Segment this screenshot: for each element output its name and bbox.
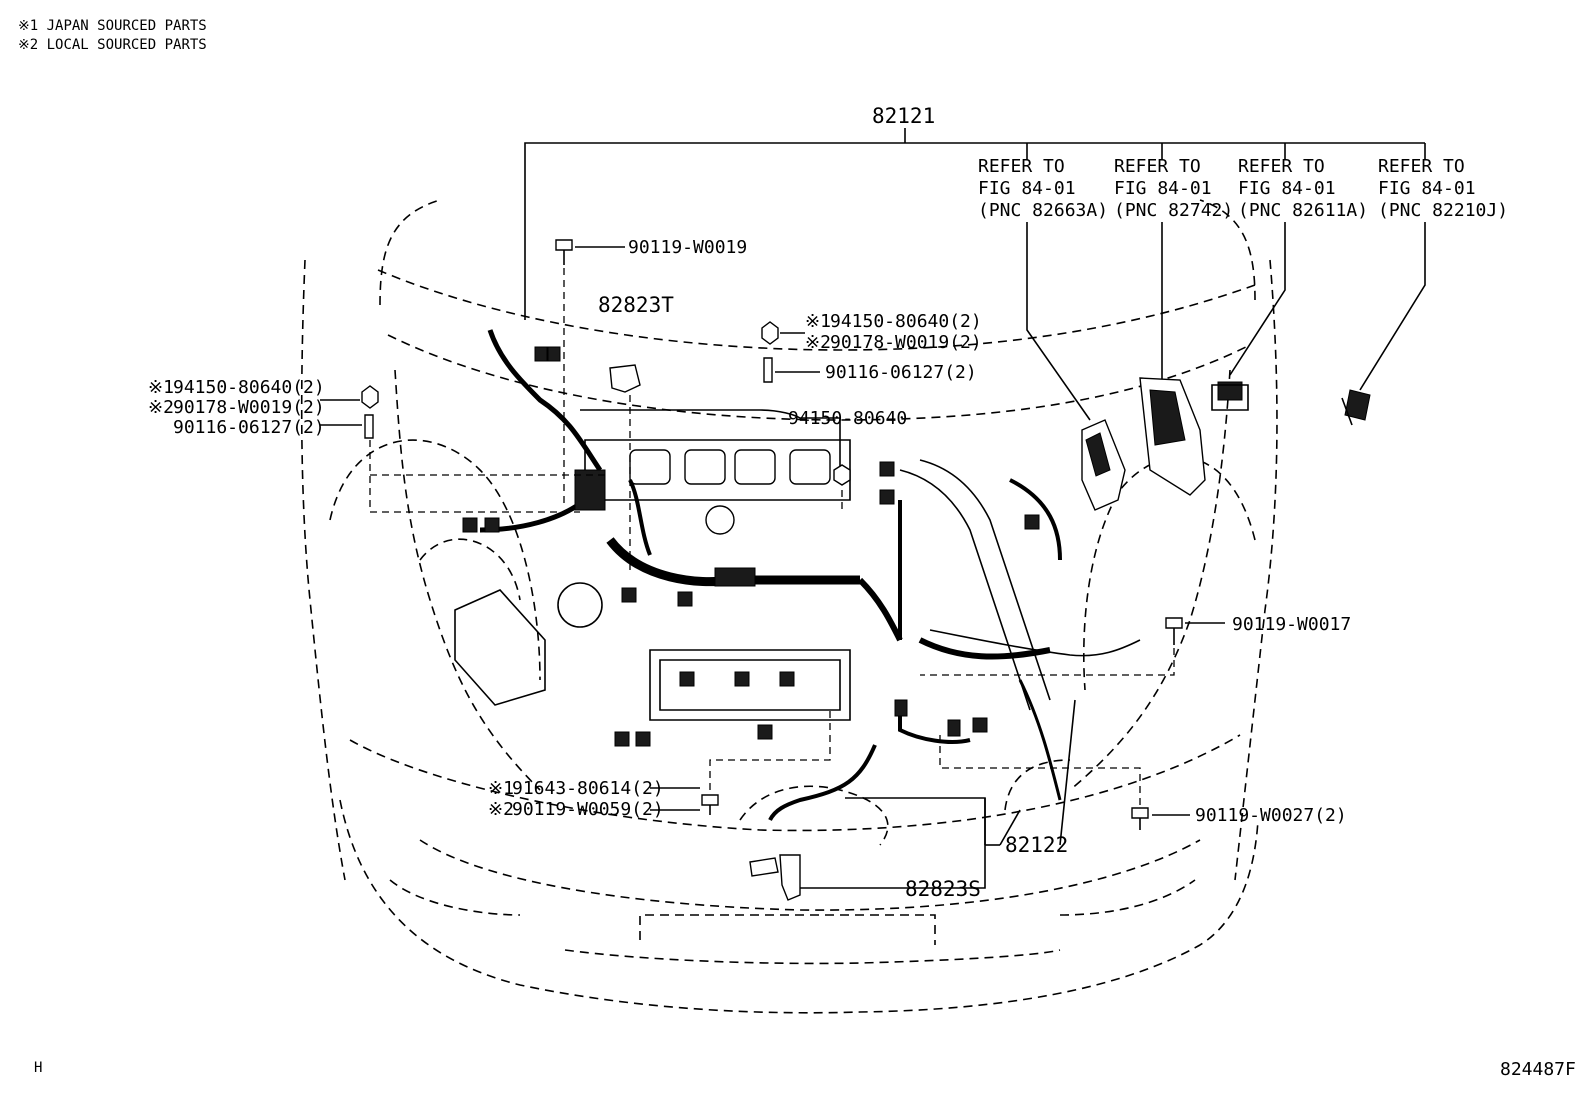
main-assembly-bracket	[524, 128, 1426, 320]
callout-r-nut2-mark: ※2	[805, 332, 831, 353]
wiring-harness-82121	[462, 329, 1062, 747]
callout-r-nut: 94150-80640(2)	[830, 311, 982, 332]
svg-text:REFER TO: REFER TO	[1114, 156, 1201, 177]
nut-stud-right-icon	[761, 321, 820, 383]
clamp-82823s-icon	[749, 798, 986, 901]
callout-82823t: 82823T	[598, 293, 674, 317]
svg-text:FIG 84-01: FIG 84-01	[1378, 178, 1476, 199]
bolt-90119-w0027-icon	[939, 735, 1190, 830]
callout-l-nut2-mark: ※2	[148, 397, 174, 418]
note-local-sourced: ※2 LOCAL SOURCED PARTS	[18, 37, 207, 53]
svg-text:(PNC 82210J): (PNC 82210J)	[1378, 200, 1508, 221]
svg-text:FIG 84-01: FIG 84-01	[1114, 178, 1212, 199]
svg-text:(PNC 82663A): (PNC 82663A)	[978, 200, 1108, 221]
clamp-82823t-icon	[609, 364, 641, 570]
bolt-90119-w0019-icon	[555, 239, 625, 505]
nut-stud-left-icon	[320, 385, 610, 513]
callout-90119-w0027: 90119-W0027(2)	[1195, 805, 1347, 826]
svg-text:REFER TO: REFER TO	[1378, 156, 1465, 177]
junction-block-82742	[1139, 377, 1206, 496]
callout-r-stud: 90116-06127(2)	[825, 362, 977, 383]
callout-l-nut-mark: ※1	[148, 377, 174, 398]
svg-text:FIG 84-01: FIG 84-01	[1238, 178, 1336, 199]
callout-90119-w0059: 90119-W0059(2)	[512, 799, 664, 820]
relay-82210j	[1341, 389, 1371, 426]
relay-block-82663a	[1081, 419, 1126, 511]
svg-text:REFER TO: REFER TO	[978, 156, 1065, 177]
bolt-90119-w0017-icon	[920, 617, 1225, 676]
refer-block-82742: REFER TO FIG 84-01 (PNC 82742)	[1114, 156, 1233, 221]
callout-r-nut2: 90178-W0019(2)	[830, 332, 982, 353]
main-assembly-number: 82121	[872, 104, 935, 128]
refer-leader-lines	[1026, 222, 1426, 421]
callout-94150-80640: 94150-80640	[788, 408, 907, 429]
callout-l-stud: 90116-06127(2)	[173, 417, 325, 438]
callout-bolt-b2-mark: ※2	[488, 799, 514, 820]
nut-94150-80640-icon	[580, 409, 851, 512]
svg-text:FIG 84-01: FIG 84-01	[978, 178, 1076, 199]
illustration-code: 824487F	[1500, 1059, 1576, 1080]
callout-82823s: 82823S	[905, 877, 981, 901]
refer-block-82611a: REFER TO FIG 84-01 (PNC 82611A)	[1238, 156, 1368, 221]
callout-l-nut2: 90178-W0019(2)	[173, 397, 325, 418]
refer-block-82210j: REFER TO FIG 84-01 (PNC 82210J)	[1378, 156, 1508, 221]
bolt-91643-80614-icon	[650, 710, 831, 815]
callout-bolt-b-mark: ※1	[488, 778, 514, 799]
svg-text:(PNC 82611A): (PNC 82611A)	[1238, 200, 1368, 221]
callout-l-nut: 94150-80640(2)	[173, 377, 325, 398]
corner-code-left: H	[34, 1060, 42, 1076]
svg-text:(PNC 82742): (PNC 82742)	[1114, 200, 1233, 221]
engine-assembly	[454, 439, 1141, 721]
car-body-outline	[300, 199, 1278, 1014]
callout-82122: 82122	[1005, 833, 1068, 857]
callout-91643-80614: 91643-80614(2)	[512, 778, 664, 799]
svg-text:REFER TO: REFER TO	[1238, 156, 1325, 177]
wiring-harness-82122	[768, 679, 1062, 821]
callout-90119-w0017: 90119-W0017	[1232, 614, 1351, 635]
callout-90119-w0019: 90119-W0019	[628, 237, 747, 258]
refer-block-82663a: REFER TO FIG 84-01 (PNC 82663A)	[978, 156, 1108, 221]
note-japan-sourced: ※1 JAPAN SOURCED PARTS	[18, 18, 207, 34]
callout-r-nut-mark: ※1	[805, 311, 831, 332]
relay-82611a	[1211, 381, 1249, 411]
